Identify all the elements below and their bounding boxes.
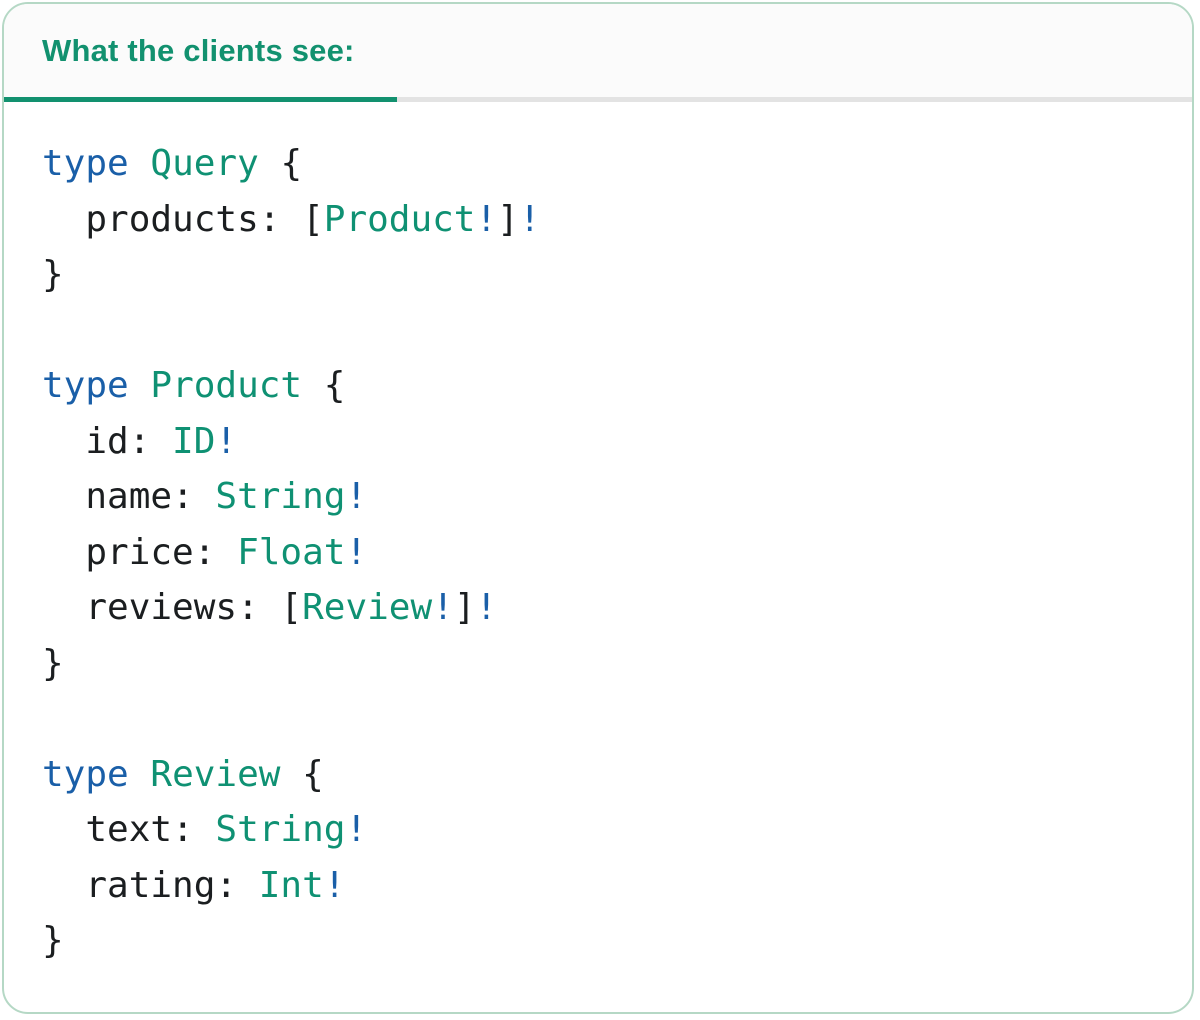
code-token: String (215, 809, 346, 850)
code-token: ] (497, 198, 519, 240)
code-token: String (215, 476, 346, 517)
code-token: price: (42, 531, 238, 573)
code-token: ] (453, 587, 476, 628)
code-token: Product (323, 198, 476, 240)
active-tab-underline (4, 97, 397, 102)
code-token: type (42, 365, 129, 406)
tab-bar: What the clients see: (4, 4, 1192, 102)
code-token: ! (323, 864, 346, 906)
tab-label: What the clients see: (42, 32, 355, 68)
code-token: name: (42, 476, 216, 517)
code-token: Review (150, 753, 281, 795)
code-token: reviews: [ (42, 587, 303, 628)
code-token: Review (302, 587, 433, 628)
code-token: products: [ (42, 198, 324, 240)
code-token: id: (42, 420, 173, 462)
code-token: Float (237, 531, 346, 573)
code-token: ! (345, 476, 368, 517)
tab-bar-divider (4, 97, 1192, 102)
code-token: rating: (42, 864, 259, 906)
code-token: { (280, 753, 324, 795)
code-token: ID (172, 420, 216, 462)
code-token: } (42, 920, 64, 961)
code-token: } (42, 254, 64, 295)
code-token: ! (475, 198, 498, 240)
code-token: { (258, 143, 303, 184)
code-token: Product (150, 365, 303, 406)
code-token: { (302, 365, 346, 406)
code-token: ! (518, 198, 541, 240)
code-token: type (42, 753, 129, 795)
code-token: type (42, 143, 129, 184)
code-token: ! (345, 531, 368, 573)
graphql-schema-code: type Query { products: [Product!]! } typ… (4, 102, 1192, 969)
tab-what-clients-see[interactable]: What the clients see: (4, 4, 397, 97)
code-token: Int (258, 864, 324, 906)
code-token: ! (345, 809, 368, 850)
code-token: } (42, 642, 64, 684)
code-token (129, 365, 151, 406)
code-token: text: (42, 809, 216, 850)
code-token: ! (215, 420, 238, 462)
code-token: ! (475, 587, 498, 628)
code-token: ! (432, 587, 454, 628)
code-token (129, 754, 151, 795)
code-token: Query (150, 143, 259, 184)
code-token (129, 143, 151, 184)
